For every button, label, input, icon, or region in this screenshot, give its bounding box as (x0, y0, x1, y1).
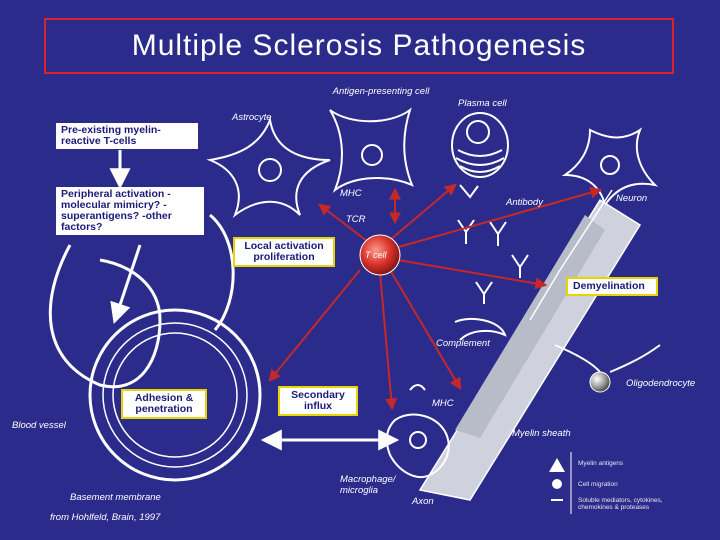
astrocyte-cell (206, 116, 331, 218)
blood-vessel (88, 308, 262, 482)
label-myelin-sheath: Myelin sheath (512, 428, 571, 439)
label-complement: Complement (436, 338, 490, 349)
label-oligodendrocyte: Oligodendrocyte (626, 378, 696, 389)
label-axon: Axon (412, 496, 434, 507)
label-blood-vessel: Blood vessel (12, 420, 66, 431)
label-antibody: Antibody (506, 197, 543, 208)
page-title: Multiple Sclerosis Pathogenesis (131, 29, 587, 62)
legend-cell-migration: Cell migration (578, 481, 618, 488)
label-t-cell: T cell (365, 250, 387, 260)
box-local-activation: Local activation proliferation (233, 237, 335, 267)
label-neuron: Neuron (616, 193, 648, 204)
label-mhc-top: MHC (340, 188, 362, 199)
t-cell (359, 234, 401, 276)
label-tcr: TCR (346, 214, 366, 225)
label-astrocyte: Astrocyte (232, 112, 272, 123)
legend-myelin-antigens: Myelin antigens (578, 460, 624, 467)
antibody-shapes (457, 184, 529, 304)
box-demyelination: Demyelination (566, 277, 658, 296)
box-adhesion-penetration: Adhesion & penetration (121, 389, 207, 419)
label-antigen-presenting-cell: Antigen-presenting cell (332, 86, 430, 97)
legend-soluble-mediators: Soluble mediators, cytokines, chemokines… (578, 497, 663, 511)
citation: from Hohlfeld, Brain, 1997 (50, 512, 161, 523)
plasma-cell (451, 112, 509, 178)
box-secondary-influx: Secondary influx (278, 386, 358, 416)
lymphocyte-path (48, 150, 400, 451)
neuron-cell (561, 127, 659, 208)
legend-shapes (549, 452, 572, 514)
box-peripheral-activation: Peripheral activation -molecular mimicry… (56, 187, 204, 235)
label-plasma-cell: Plasma cell (458, 98, 507, 109)
title-box: Multiple Sclerosis Pathogenesis (44, 18, 674, 74)
label-mhc-bottom: MHC (432, 398, 454, 409)
complement-shape (454, 317, 507, 341)
axon-myelin (418, 189, 642, 501)
tcell-arrows (268, 183, 603, 411)
oligodendrocyte-cell (589, 371, 611, 393)
box-preexisting-t-cells: Pre-existing myelin-reactive T-cells (56, 123, 198, 149)
label-basement-membrane: Basement membrane (70, 492, 161, 503)
label-macrophage: Macrophage/ microglia (340, 474, 396, 496)
antigen-presenting-cell (329, 107, 414, 193)
